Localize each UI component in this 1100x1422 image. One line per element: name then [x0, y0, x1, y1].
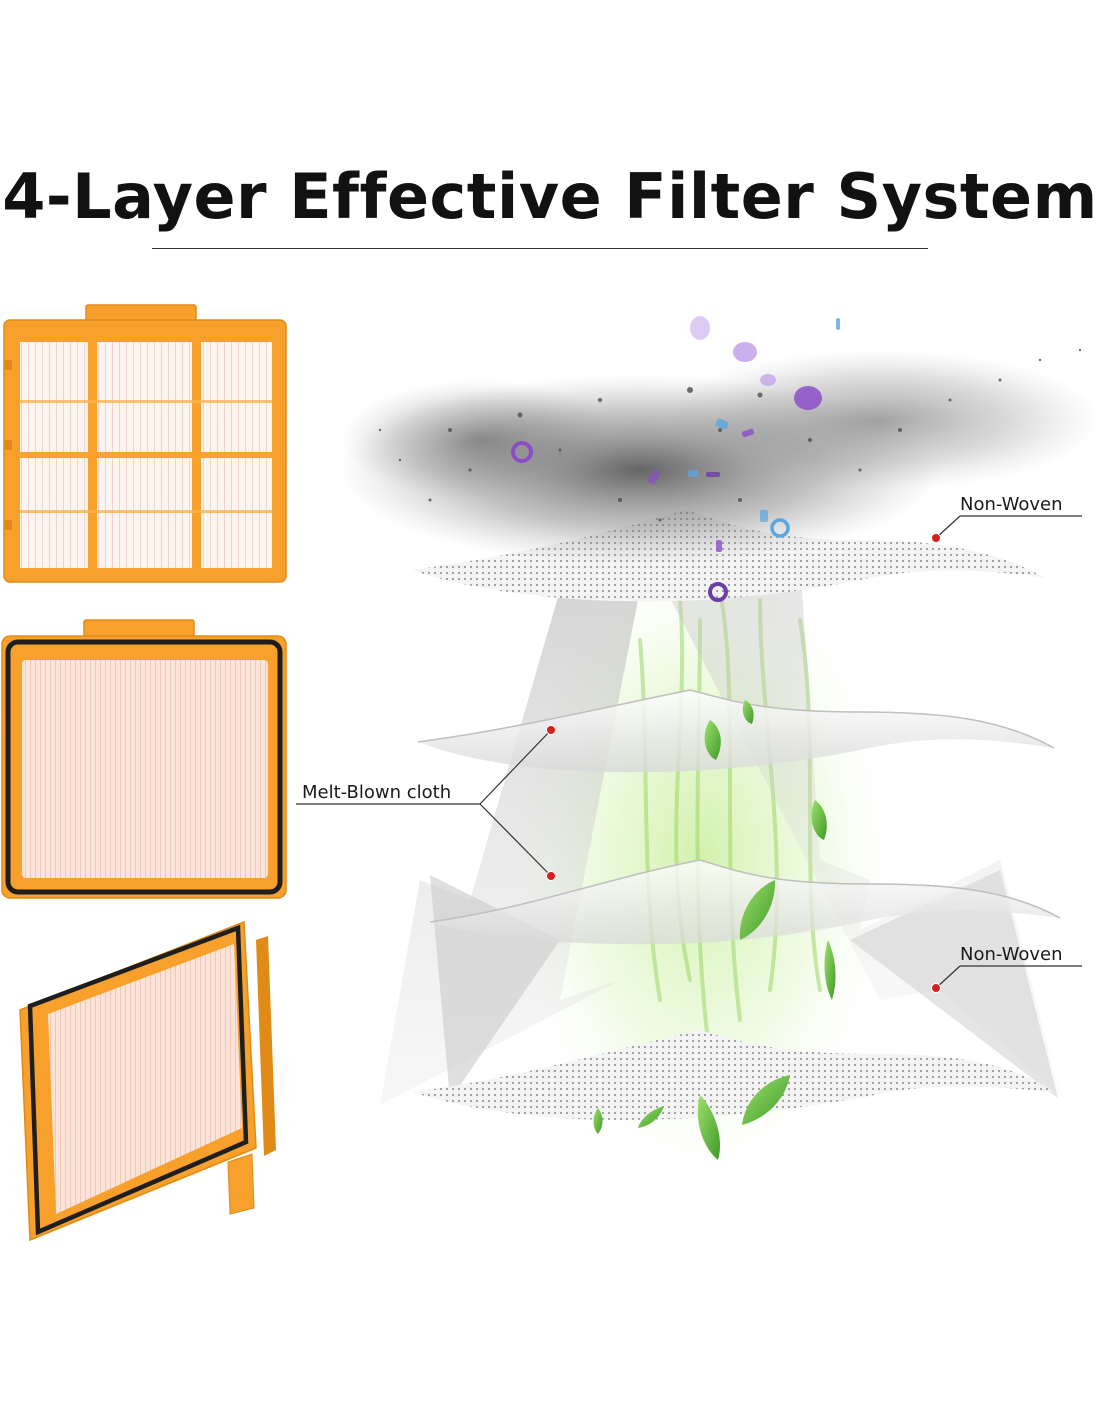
filter-sealed-image [1, 619, 287, 899]
filter-angled-image [19, 920, 276, 1242]
filter-layers-illustration [296, 316, 1100, 1190]
title-underline [152, 248, 928, 249]
label-melt-blown-cloth: Melt-Blown cloth [302, 782, 452, 803]
label-leaders [296, 515, 1082, 993]
label-bottom-non-woven: Non-Woven [960, 944, 1063, 965]
filter-front-image [3, 304, 287, 583]
leaf-icon [593, 700, 836, 1160]
label-top-non-woven: Non-Woven [960, 494, 1063, 515]
page-title: 4-Layer Effective Filter System [2, 160, 1098, 233]
dust-particles-illustration [511, 316, 840, 602]
